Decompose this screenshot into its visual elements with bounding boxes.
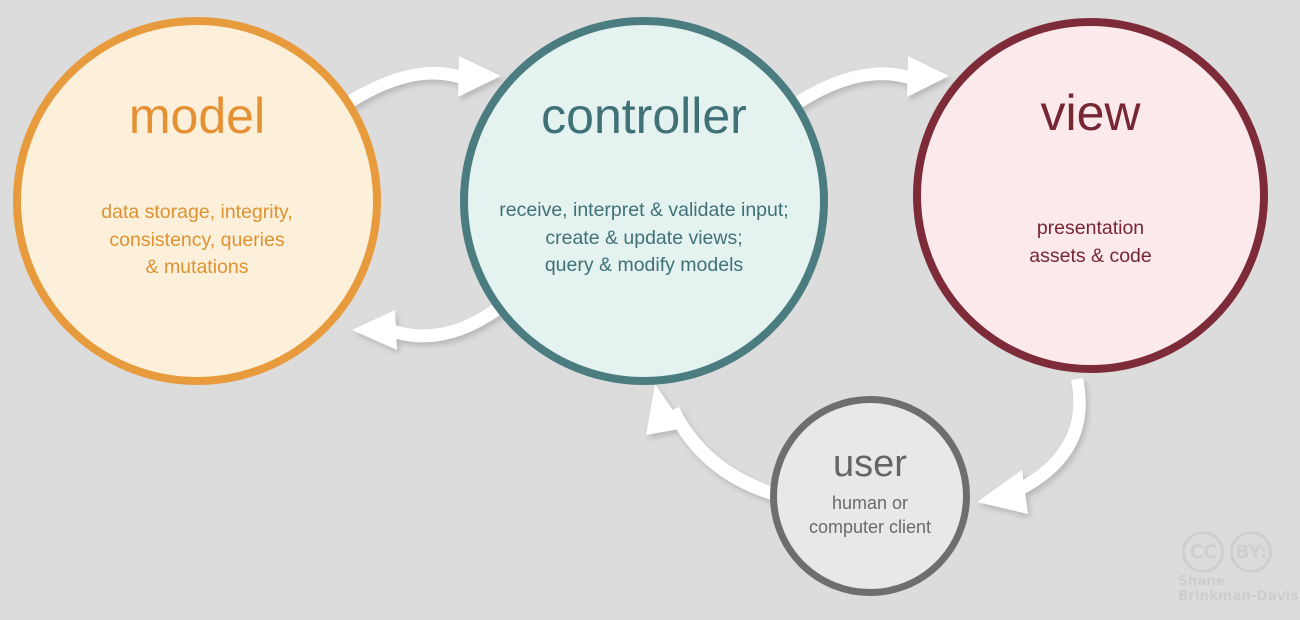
node-view-title: view bbox=[1040, 85, 1141, 141]
node-view-description-line: assets & code bbox=[1029, 244, 1152, 267]
node-controller-description-line: create & update views; bbox=[545, 226, 743, 249]
creative-commons-icon: CC bbox=[1182, 531, 1224, 573]
node-controller-title: controller bbox=[541, 88, 747, 144]
author-attribution-line: Shane bbox=[1178, 573, 1226, 589]
attribution-by-icon: BY: bbox=[1230, 531, 1272, 573]
node-controller-description: receive, interpret & validate input; cre… bbox=[499, 197, 788, 280]
node-view-description: presentation assets & code bbox=[1029, 215, 1151, 270]
node-controller[interactable]: controller receive, interpret & validate… bbox=[460, 17, 828, 385]
arrow-model-to-controller bbox=[345, 56, 501, 108]
node-model-description: data storage, integrity, consistency, qu… bbox=[101, 199, 293, 282]
arrow-controller-to-model bbox=[352, 301, 503, 350]
author-attribution-line: Brinkman-Davis bbox=[1178, 588, 1299, 605]
node-model-description-line: & mutations bbox=[145, 256, 249, 279]
arrow-user-to-controller bbox=[646, 384, 787, 503]
node-controller-description-line: query & modify models bbox=[544, 254, 744, 277]
creative-commons-badge: CC BY: Shane Brinkman-Davis bbox=[1178, 531, 1298, 604]
node-model-description-line: consistency, queries bbox=[109, 228, 285, 251]
arrow-controller-to-view bbox=[793, 56, 949, 109]
arrow-view-to-user bbox=[977, 378, 1086, 514]
node-user-description-line: computer client bbox=[808, 517, 932, 538]
author-attribution: Shane Brinkman-Davis bbox=[1178, 573, 1299, 605]
node-model-title: model bbox=[128, 88, 266, 144]
node-model[interactable]: model data storage, integrity, consisten… bbox=[13, 17, 381, 385]
node-user[interactable]: user human or computer client bbox=[770, 396, 970, 596]
node-user-description: human or computer client bbox=[809, 491, 931, 540]
node-user-title: user bbox=[833, 443, 907, 485]
node-view[interactable]: view presentation assets & code bbox=[913, 18, 1268, 373]
node-controller-description-line: receive, interpret & validate input; bbox=[499, 199, 789, 221]
node-user-description-line: human or bbox=[831, 493, 909, 513]
node-view-description-line: presentation bbox=[1036, 217, 1145, 239]
cc-marks: CC BY: bbox=[1182, 531, 1272, 573]
node-model-description-line: data storage, integrity, bbox=[101, 201, 293, 223]
